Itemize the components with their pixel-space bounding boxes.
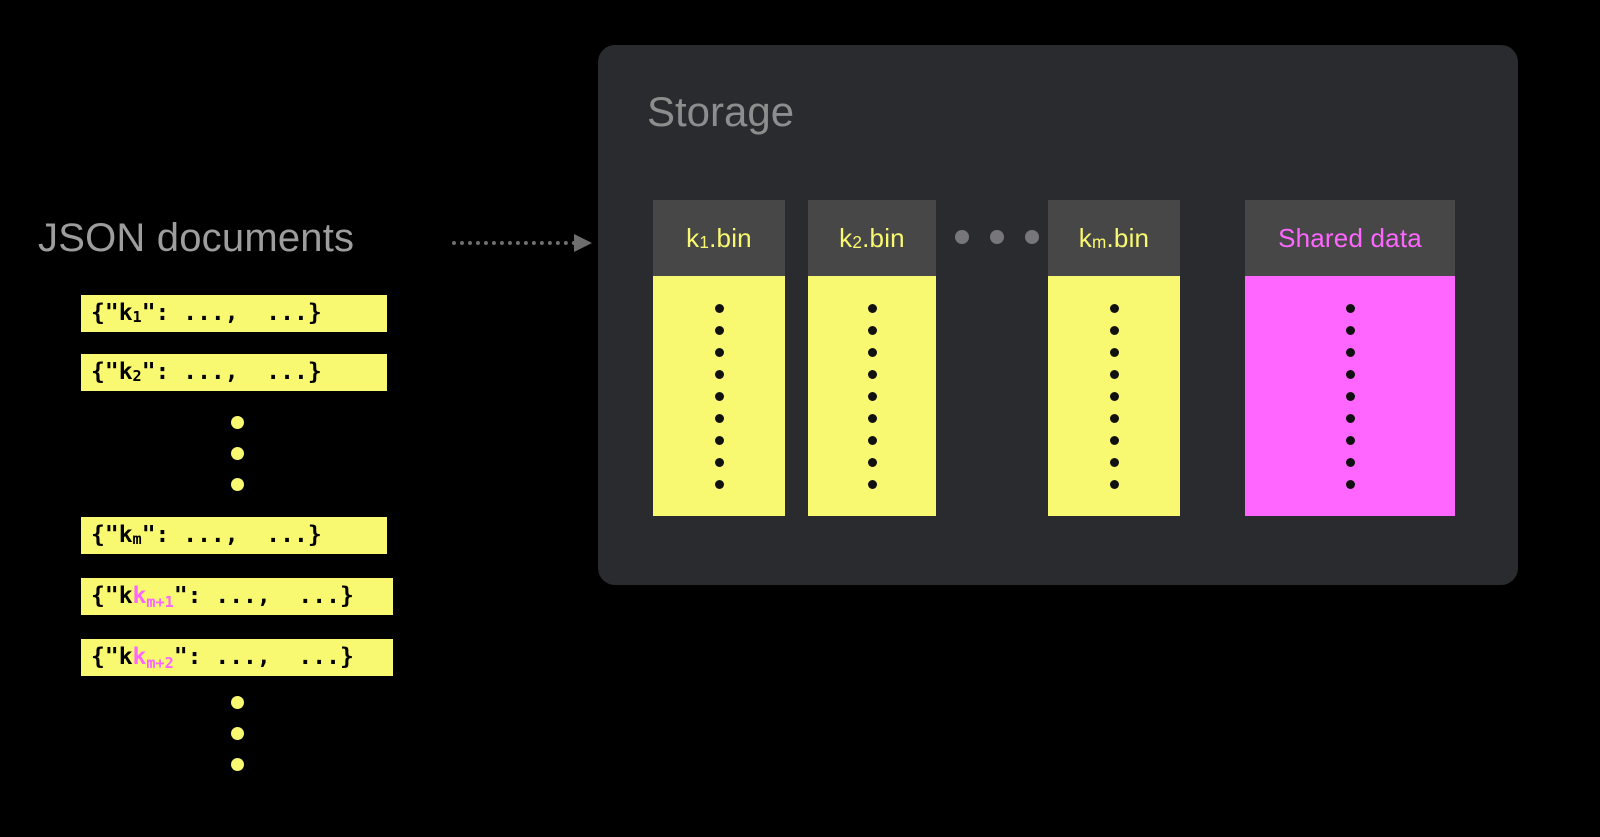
ellipsis-dot — [990, 230, 1004, 244]
flow-arrow-line — [452, 241, 576, 245]
record-dot — [714, 325, 724, 335]
record-dot — [867, 347, 877, 357]
record-dot — [867, 369, 877, 379]
record-dot — [1109, 303, 1119, 313]
doc-suffix: ": ..., ...} — [173, 583, 354, 609]
bin-label-suffix: .bin — [1106, 222, 1150, 253]
storage-column-body — [1245, 276, 1455, 516]
record-dot — [714, 303, 724, 313]
storage-columns-ellipsis — [955, 230, 1039, 244]
record-dot — [1345, 391, 1355, 401]
doc-shared-key: km+2 — [132, 644, 174, 672]
record-dot — [867, 413, 877, 423]
storage-column-shared-data: Shared data — [1245, 200, 1455, 516]
record-dot — [867, 435, 877, 445]
record-dot — [1345, 479, 1355, 489]
json-documents-title: JSON documents — [38, 216, 355, 260]
doc-prefix: {"k — [91, 359, 133, 385]
record-dot — [1109, 325, 1119, 335]
record-dot — [867, 391, 877, 401]
record-dot — [1345, 457, 1355, 467]
record-dot — [714, 435, 724, 445]
record-dot — [1345, 413, 1355, 423]
record-dot — [1109, 413, 1119, 423]
ellipsis-dot — [231, 447, 244, 460]
record-dot — [1109, 435, 1119, 445]
record-dot — [714, 369, 724, 379]
ellipsis-dot — [1025, 230, 1039, 244]
storage-column-header: Shared data — [1245, 200, 1455, 276]
doc-subscript: m+2 — [146, 653, 174, 672]
record-dot — [1345, 347, 1355, 357]
record-dot — [1345, 303, 1355, 313]
record-dot — [1109, 347, 1119, 357]
ellipsis-dot — [231, 758, 244, 771]
ellipsis-dot — [231, 696, 244, 709]
doc-suffix: ": ..., ...} — [173, 644, 354, 670]
record-dot — [714, 479, 724, 489]
ellipsis-dot — [231, 727, 244, 740]
record-dot — [867, 325, 877, 335]
doc-shared-key: km+1 — [132, 583, 174, 611]
bin-label-prefix: k — [839, 222, 853, 253]
record-dot — [867, 479, 877, 489]
ellipsis-dot — [231, 478, 244, 491]
record-dot — [1345, 435, 1355, 445]
doc-prefix: {"k — [91, 644, 133, 670]
doc-prefix: {"k — [91, 522, 133, 548]
ellipsis-dot — [955, 230, 969, 244]
record-dot — [714, 391, 724, 401]
record-dot — [1109, 479, 1119, 489]
storage-column-body — [653, 276, 785, 516]
storage-column-body — [1048, 276, 1180, 516]
storage-column-body — [808, 276, 936, 516]
doc-suffix: ": ..., ...} — [141, 522, 322, 548]
flow-arrow-head — [574, 234, 592, 252]
record-dot — [1109, 369, 1119, 379]
record-dot — [714, 457, 724, 467]
record-dot — [714, 347, 724, 357]
record-dot — [867, 457, 877, 467]
flow-arrow — [452, 233, 600, 253]
doc-prefix: {"k — [91, 300, 133, 326]
documents-ellipsis-middle — [231, 416, 244, 491]
bin-label-suffix: .bin — [709, 222, 752, 253]
record-dot — [714, 413, 724, 423]
doc-suffix: ": ..., ...} — [141, 300, 322, 326]
storage-title: Storage — [647, 88, 795, 135]
bin-label-prefix: k — [1078, 222, 1092, 253]
bin-label-prefix: k — [686, 222, 700, 253]
record-dot — [1345, 369, 1355, 379]
doc-subscript: m+1 — [146, 592, 174, 611]
ellipsis-dot — [231, 416, 244, 429]
bin-label-suffix: .bin — [862, 222, 905, 253]
bin-label-prefix: Shared data — [1278, 222, 1422, 253]
record-dot — [1345, 325, 1355, 335]
record-dot — [1109, 391, 1119, 401]
doc-prefix: {"k — [91, 583, 133, 609]
record-dot — [1109, 457, 1119, 467]
doc-suffix: ": ..., ...} — [141, 359, 322, 385]
record-dot — [867, 303, 877, 313]
documents-ellipsis-bottom — [231, 696, 244, 771]
